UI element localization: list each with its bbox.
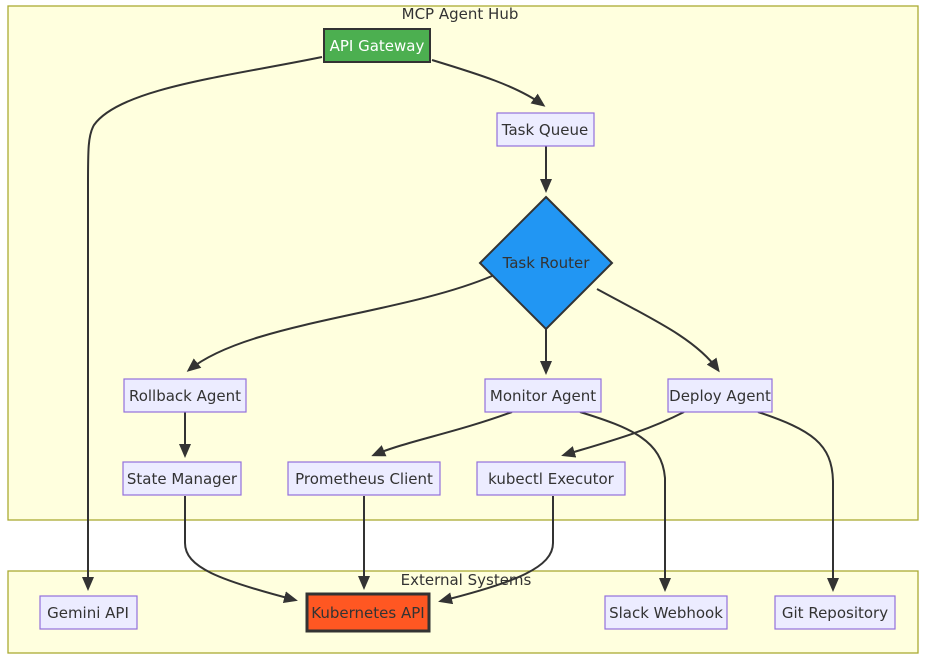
node-state-manager-label: State Manager [127, 470, 238, 488]
edge-gateway-to-gemini [82, 56, 323, 591]
node-rollback-agent-label: Rollback Agent [129, 387, 241, 405]
node-gemini-api-rect [39, 595, 138, 630]
node-deploy-agent: Deploy Agent [667, 378, 773, 413]
node-rollback-agent: Rollback Agent [123, 378, 247, 413]
node-slack-webhook-label: Slack Webhook [609, 604, 723, 622]
cluster-external-rect [7, 570, 919, 654]
node-kubectl-executor-label: kubectl Executor [488, 470, 614, 488]
node-monitor-agent-label: Monitor Agent [490, 387, 596, 405]
node-monitor-agent: Monitor Agent [484, 378, 602, 413]
node-kubernetes-api: Kubernetes API [305, 592, 431, 633]
diagram-edges [82, 56, 839, 605]
edge-deploy-to-kubectl [561, 411, 685, 458]
node-kubectl-executor: kubectl Executor [476, 461, 626, 496]
node-task-router-diamond [478, 195, 614, 331]
node-git-repository-label: Git Repository [782, 604, 888, 622]
node-kubernetes-api-rect [305, 592, 431, 633]
node-task-queue: Task Queue [496, 112, 595, 147]
cluster-mcp-agent-hub: MCP Agent Hub [7, 5, 919, 521]
edge-monitor-to-slack [579, 411, 671, 592]
cluster-hub-title: MCP Agent Hub [402, 5, 519, 23]
node-state-manager-rect [122, 461, 242, 496]
node-deploy-agent-label: Deploy Agent [669, 387, 771, 405]
node-git-repository: Git Repository [774, 595, 896, 630]
node-git-repository-rect [774, 595, 896, 630]
node-prometheus-client: Prometheus Client [287, 461, 441, 496]
node-api-gateway-label: API Gateway [330, 37, 425, 55]
node-state-manager: State Manager [122, 461, 242, 496]
node-task-router-label: Task Router [502, 254, 591, 272]
edge-router-to-rollback [186, 275, 493, 372]
edge-monitor-to-prometheus [371, 411, 513, 457]
node-slack-webhook: Slack Webhook [604, 595, 728, 630]
node-gemini-api: Gemini API [39, 595, 138, 630]
node-monitor-agent-rect [484, 378, 602, 413]
edge-state-to-kubernetes [184, 496, 298, 604]
node-api-gateway: API Gateway [323, 28, 431, 63]
node-api-gateway-rect [323, 28, 431, 63]
node-prometheus-client-rect [287, 461, 441, 496]
node-task-queue-label: Task Queue [501, 121, 588, 139]
cluster-external-systems: External Systems [7, 570, 919, 654]
node-slack-webhook-rect [604, 595, 728, 630]
node-task-queue-rect [496, 112, 595, 147]
edge-router-to-deploy [596, 288, 720, 373]
edge-deploy-to-git [757, 411, 839, 592]
node-deploy-agent-rect [667, 378, 773, 413]
node-gemini-api-label: Gemini API [47, 604, 129, 622]
edge-kubectl-to-kubernetes [438, 496, 554, 605]
cluster-hub-rect [7, 5, 919, 521]
node-kubectl-executor-rect [476, 461, 626, 496]
node-task-router: Task Router [478, 195, 614, 331]
node-rollback-agent-rect [123, 378, 247, 413]
node-kubernetes-api-label: Kubernetes API [311, 604, 424, 622]
node-prometheus-client-label: Prometheus Client [295, 470, 433, 488]
edge-gateway-to-queue [431, 59, 546, 107]
